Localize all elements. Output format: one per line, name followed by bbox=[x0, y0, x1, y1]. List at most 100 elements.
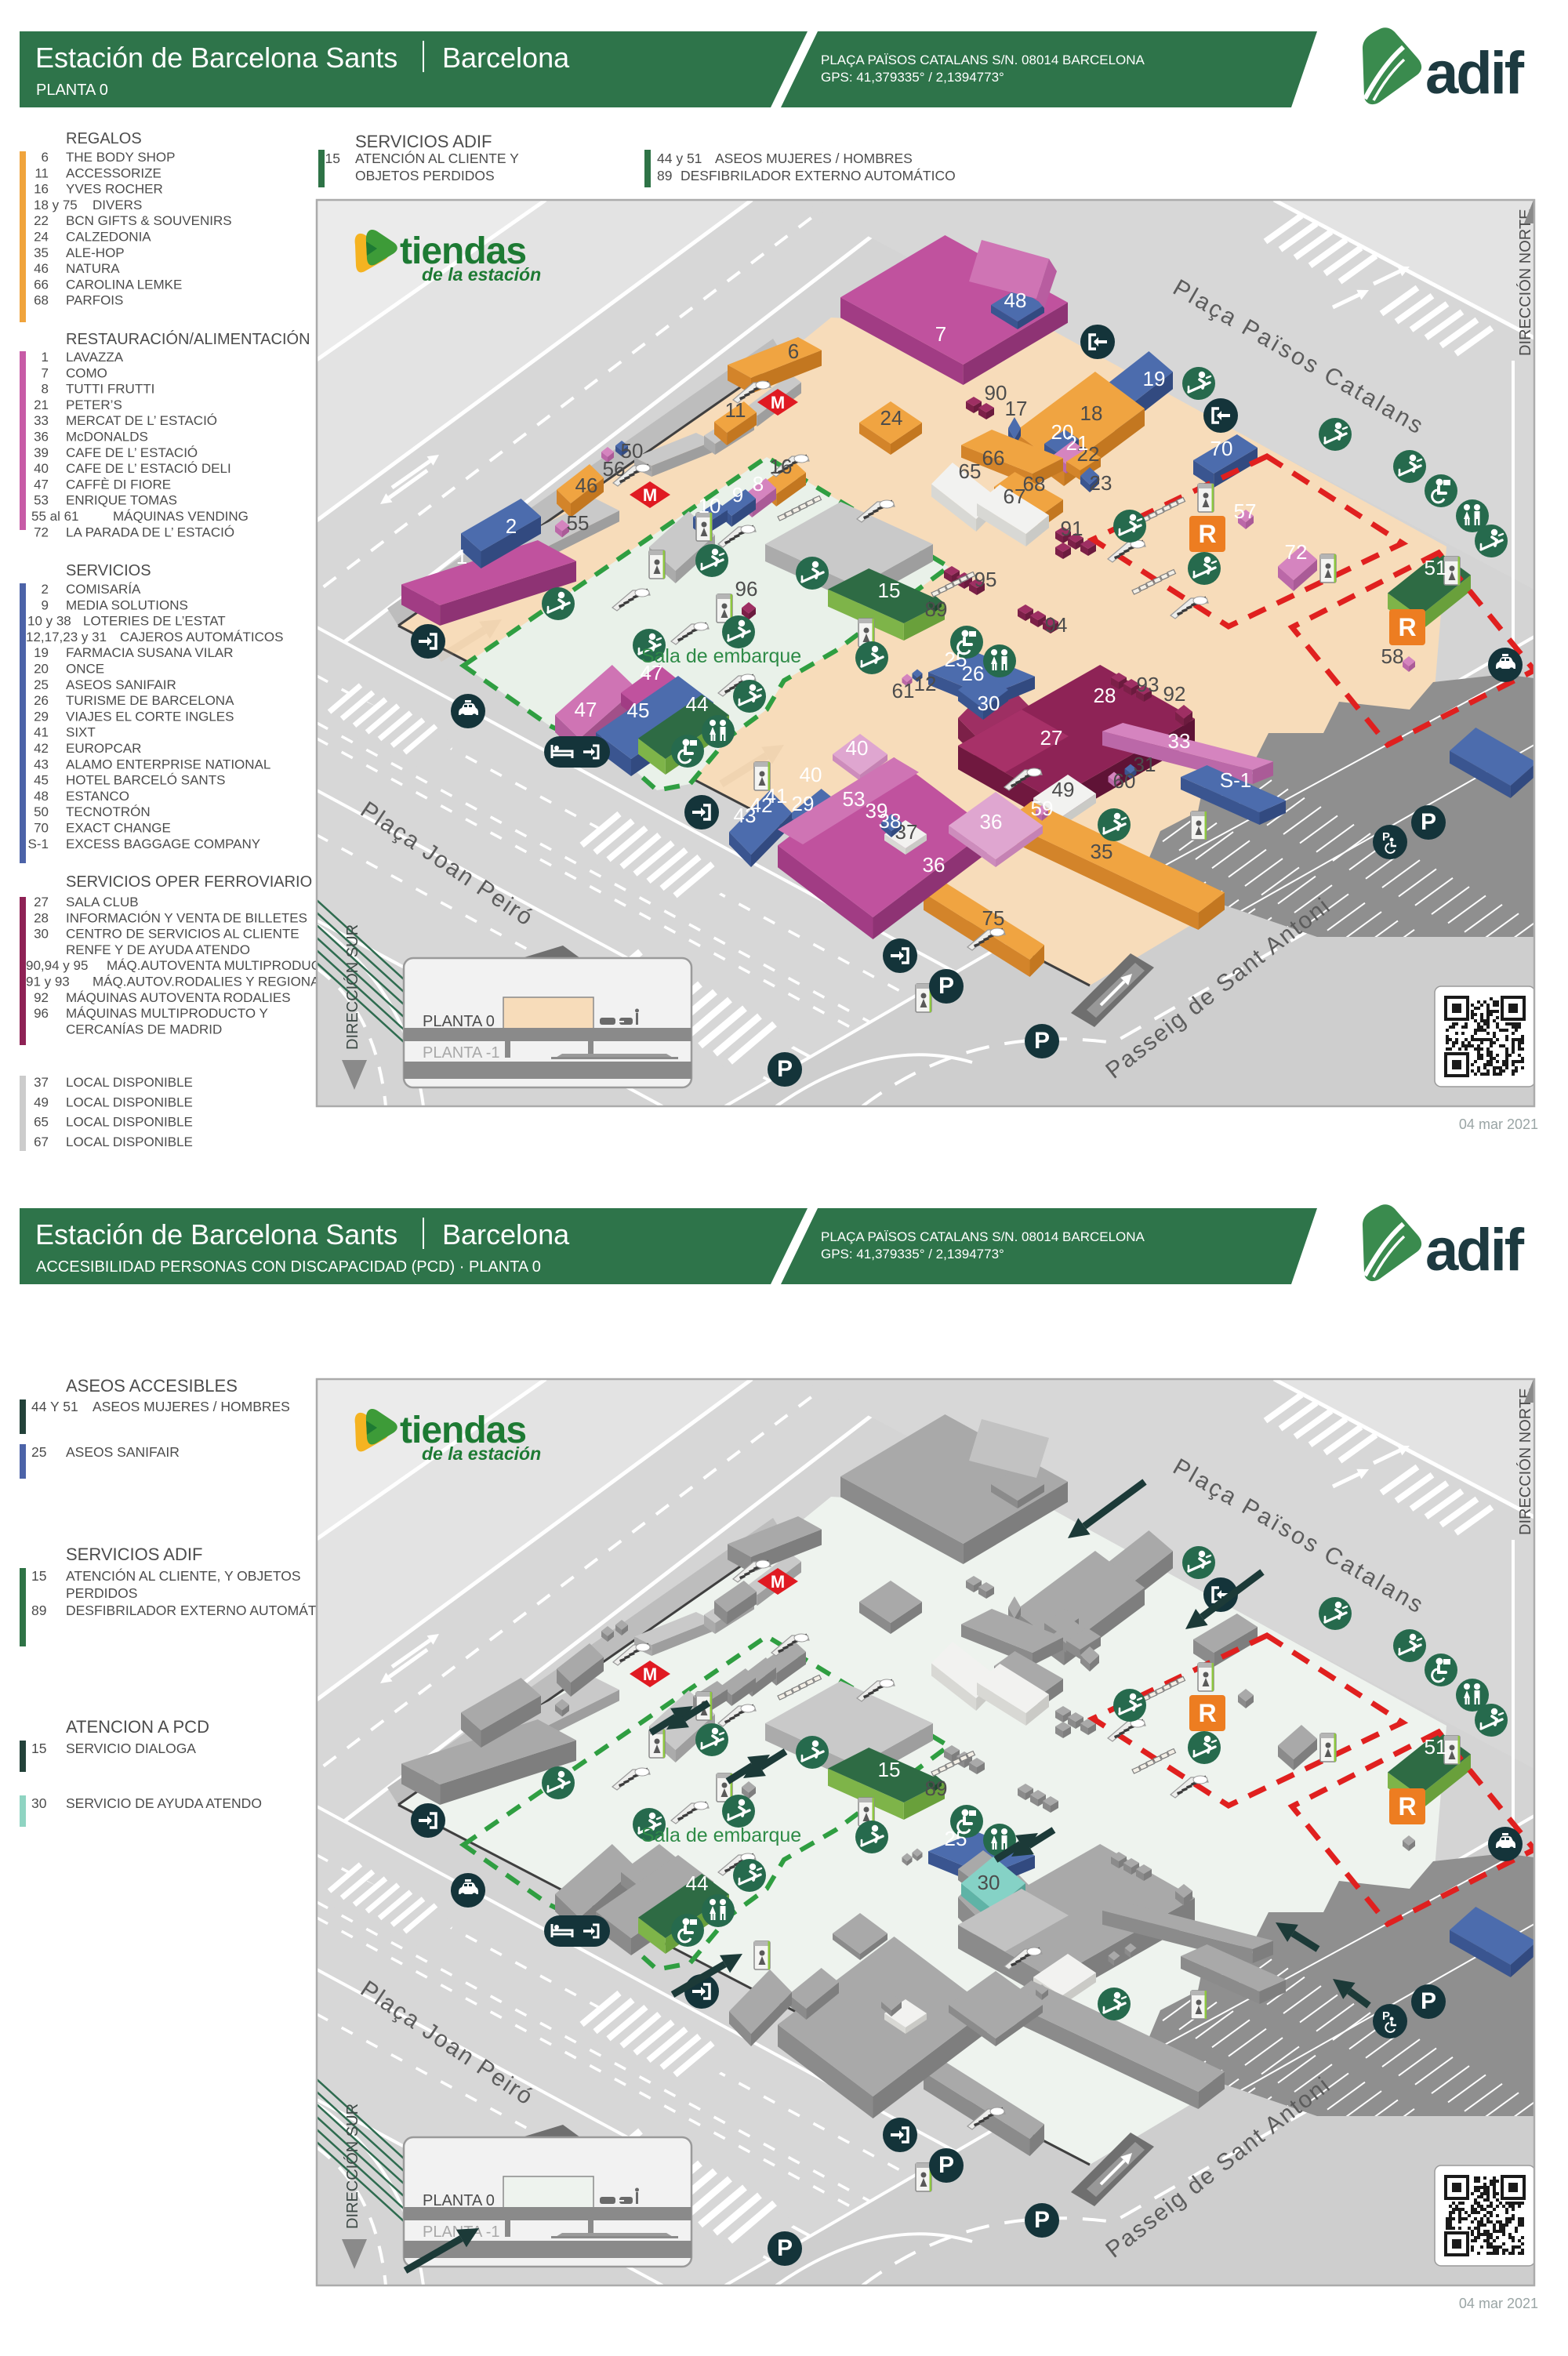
svg-text:LA PARADA DE L’ ESTACIÓ: LA PARADA DE L’ ESTACIÓ bbox=[66, 525, 234, 539]
svg-text:20: 20 bbox=[34, 662, 49, 677]
svg-text:67: 67 bbox=[34, 1134, 49, 1149]
svg-text:S-1: S-1 bbox=[1220, 768, 1251, 792]
svg-text:44: 44 bbox=[686, 692, 709, 716]
svg-text:THE BODY SHOP: THE BODY SHOP bbox=[66, 150, 176, 165]
svg-text:36: 36 bbox=[923, 853, 946, 877]
svg-text:COMO: COMO bbox=[66, 365, 107, 380]
svg-text:38: 38 bbox=[879, 809, 902, 833]
svg-text:SERVICIOS ADIF: SERVICIOS ADIF bbox=[355, 132, 492, 151]
svg-text:MEDIA SOLUTIONS: MEDIA SOLUTIONS bbox=[66, 597, 188, 612]
svg-text:66: 66 bbox=[34, 277, 49, 292]
svg-text:COMISARÍA: COMISARÍA bbox=[66, 582, 141, 597]
svg-text:GPS: 41,379335° / 2,1394773: GPS: 41,379335° / 2,1394773° bbox=[821, 1247, 1004, 1261]
svg-text:P: P bbox=[777, 1056, 793, 1082]
svg-text:VIAJES EL CORTE INGLES: VIAJES EL CORTE INGLES bbox=[66, 709, 234, 724]
svg-text:RESTAURACIÓN/ALIMENTACIÓN: RESTAURACIÓN/ALIMENTACIÓN bbox=[66, 330, 310, 348]
svg-text:91 y 93: 91 y 93 bbox=[26, 975, 70, 989]
svg-text:Barcelona: Barcelona bbox=[442, 1218, 570, 1251]
svg-text:adif: adif bbox=[1425, 40, 1525, 107]
svg-text:MERCAT DE L’ ESTACIÓ: MERCAT DE L’ ESTACIÓ bbox=[66, 413, 217, 428]
svg-text:40: 40 bbox=[846, 736, 869, 760]
svg-text:93: 93 bbox=[1137, 673, 1160, 696]
svg-text:McDONALDS: McDONALDS bbox=[66, 430, 148, 445]
svg-text:LOCAL DISPONIBLE: LOCAL DISPONIBLE bbox=[66, 1115, 193, 1130]
svg-text:CAJEROS AUTOMÁTICOS: CAJEROS AUTOMÁTICOS bbox=[120, 630, 283, 644]
svg-text:9: 9 bbox=[42, 597, 49, 612]
svg-text:8: 8 bbox=[42, 382, 49, 397]
svg-text:11: 11 bbox=[725, 398, 746, 422]
svg-text:Estación de Barcelona Sants: Estación de Barcelona Sants bbox=[35, 42, 397, 74]
svg-text:LOCAL DISPONIBLE: LOCAL DISPONIBLE bbox=[66, 1134, 193, 1149]
svg-text:P: P bbox=[1034, 2207, 1050, 2233]
svg-text:53: 53 bbox=[34, 493, 49, 508]
svg-text:43: 43 bbox=[34, 757, 49, 771]
svg-text:36: 36 bbox=[34, 430, 49, 445]
svg-text:MÁQUINAS VENDING: MÁQUINAS VENDING bbox=[113, 509, 249, 524]
svg-text:de la estación: de la estación bbox=[422, 1443, 541, 1464]
svg-text:18: 18 bbox=[1080, 401, 1103, 425]
svg-text:42: 42 bbox=[750, 793, 773, 817]
svg-text:30: 30 bbox=[34, 927, 49, 942]
svg-text:61: 61 bbox=[892, 679, 915, 702]
svg-text:70: 70 bbox=[34, 821, 49, 836]
svg-text:P: P bbox=[1421, 809, 1436, 835]
svg-text:LOTERIES DE L’ESTAT: LOTERIES DE L’ESTAT bbox=[83, 614, 226, 629]
svg-text:YVES ROCHER: YVES ROCHER bbox=[66, 182, 163, 197]
svg-text:21: 21 bbox=[34, 398, 49, 412]
svg-text:12: 12 bbox=[914, 672, 937, 695]
svg-text:PLANTA -1: PLANTA -1 bbox=[423, 1044, 500, 1062]
svg-text:ACCESSORIZE: ACCESSORIZE bbox=[66, 165, 162, 180]
svg-text:24: 24 bbox=[34, 230, 49, 245]
svg-text:7: 7 bbox=[935, 322, 946, 346]
svg-text:HOTEL BARCELÓ SANTS: HOTEL BARCELÓ SANTS bbox=[66, 773, 225, 788]
svg-text:S-1: S-1 bbox=[28, 837, 49, 851]
svg-text:SERVICIOS: SERVICIOS bbox=[66, 562, 151, 579]
svg-text:29: 29 bbox=[34, 709, 49, 724]
svg-text:ASEOS MUJERES / HOMBRES: ASEOS MUJERES / HOMBRES bbox=[715, 151, 913, 166]
svg-text:CAROLINA LEMKE: CAROLINA LEMKE bbox=[66, 277, 182, 292]
svg-text:FARMACIA SUSANA VILAR: FARMACIA SUSANA VILAR bbox=[66, 645, 234, 660]
svg-text:35: 35 bbox=[34, 245, 49, 260]
svg-text:39: 39 bbox=[34, 445, 49, 460]
svg-text:DIRECCIÓN NORTE: DIRECCIÓN NORTE bbox=[1516, 1389, 1534, 1535]
svg-text:10 y 38: 10 y 38 bbox=[27, 614, 71, 629]
svg-text:ASEOS MUJERES / HOMBRES: ASEOS MUJERES / HOMBRES bbox=[93, 1399, 290, 1414]
svg-text:ASEOS SANIFAIR: ASEOS SANIFAIR bbox=[66, 1444, 180, 1460]
svg-text:MÁQUINAS MULTIPRODUCTO Y: MÁQUINAS MULTIPRODUCTO Y bbox=[66, 1006, 268, 1021]
svg-text:46: 46 bbox=[575, 474, 598, 497]
svg-text:7: 7 bbox=[42, 365, 49, 380]
svg-text:2: 2 bbox=[42, 582, 49, 597]
svg-text:72: 72 bbox=[1285, 540, 1308, 564]
svg-text:19: 19 bbox=[34, 645, 49, 660]
svg-text:16: 16 bbox=[770, 455, 793, 478]
svg-text:MÁQ.AUTOV.RODALIES Y REGIONALS: MÁQ.AUTOV.RODALIES Y REGIONALS bbox=[93, 975, 336, 989]
svg-text:44: 44 bbox=[686, 1871, 709, 1895]
svg-text:DIRECCIÓN NORTE: DIRECCIÓN NORTE bbox=[1516, 209, 1534, 356]
svg-text:ENRIQUE TOMAS: ENRIQUE TOMAS bbox=[66, 493, 177, 508]
svg-text:DIRECCIÓN SUR: DIRECCIÓN SUR bbox=[343, 2104, 361, 2229]
svg-text:adif: adif bbox=[1425, 1217, 1525, 1283]
svg-text:25: 25 bbox=[31, 1444, 46, 1460]
svg-text:P: P bbox=[1421, 1988, 1436, 2014]
svg-text:48: 48 bbox=[34, 789, 49, 804]
svg-text:6: 6 bbox=[788, 339, 799, 363]
svg-text:51: 51 bbox=[1425, 556, 1447, 579]
svg-text:1: 1 bbox=[42, 350, 49, 365]
svg-text:96: 96 bbox=[34, 1006, 49, 1021]
svg-text:26: 26 bbox=[34, 693, 49, 708]
svg-text:12,17,23 y 31: 12,17,23 y 31 bbox=[26, 630, 107, 644]
svg-text:1: 1 bbox=[456, 545, 467, 568]
svg-text:56: 56 bbox=[603, 457, 626, 481]
svg-text:47: 47 bbox=[641, 661, 663, 684]
svg-text:92: 92 bbox=[1163, 682, 1186, 706]
svg-text:90,94 y 95: 90,94 y 95 bbox=[26, 958, 88, 973]
svg-text:PLANTA 0: PLANTA 0 bbox=[423, 2192, 495, 2209]
svg-text:de la estación: de la estación bbox=[422, 264, 541, 285]
svg-text:68: 68 bbox=[34, 293, 49, 308]
svg-text:40: 40 bbox=[800, 763, 822, 786]
svg-text:60: 60 bbox=[1113, 769, 1136, 793]
svg-text:41: 41 bbox=[34, 725, 49, 740]
svg-text:MÁQUINAS AUTOVENTA RODALIES: MÁQUINAS AUTOVENTA RODALIES bbox=[66, 990, 291, 1005]
svg-text:94: 94 bbox=[1045, 613, 1068, 637]
svg-text:EXACT CHANGE: EXACT CHANGE bbox=[66, 821, 171, 836]
